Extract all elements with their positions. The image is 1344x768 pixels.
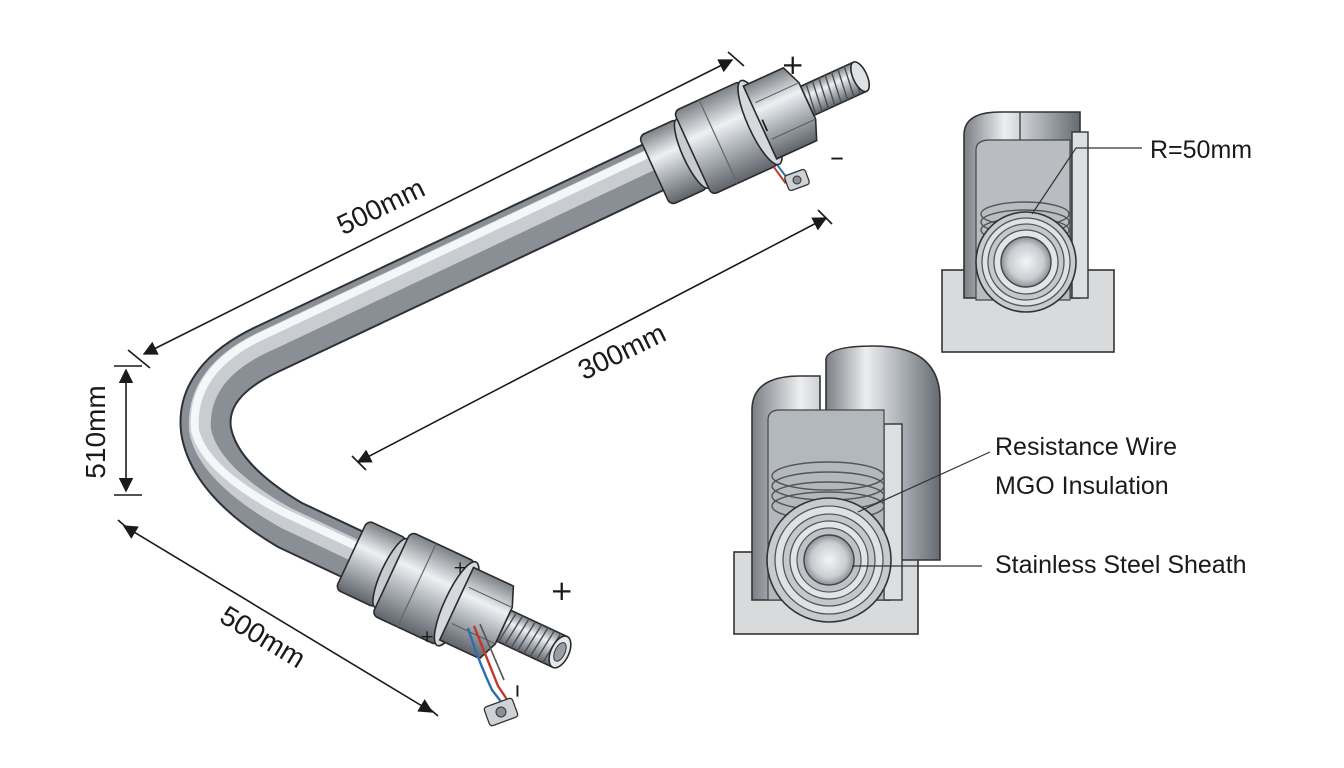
top-terminal-tab <box>784 168 810 192</box>
resistance-wire-label: Resistance Wire <box>995 433 1177 461</box>
top-minus-sign: – <box>830 140 844 173</box>
bottom-plus-sign: + <box>550 574 573 607</box>
dimension-inner-length-label: 300mm <box>573 317 671 386</box>
body-plus-mark: + <box>453 558 467 578</box>
lower-cross-section: Resistance Wire MGO Insulation Stainless… <box>733 345 1247 635</box>
upper-cross-section: R=50mm <box>941 111 1252 353</box>
bottom-terminal-tab <box>483 697 519 727</box>
sheath-label: Stainless Steel Sheath <box>995 551 1247 579</box>
top-plus-sign: + <box>781 48 804 81</box>
mgo-insulation-label: MGO Insulation <box>995 472 1169 500</box>
dimension-height: 510mm <box>80 365 142 496</box>
bottom-lead-wires <box>466 623 511 709</box>
body-plus-mark-small: + <box>420 627 434 647</box>
radius-label: R=50mm <box>1150 136 1252 164</box>
dimension-height-label: 510mm <box>80 385 111 478</box>
bottom-minus-sign: – <box>503 684 536 698</box>
dimension-top-length-label: 500mm <box>332 172 430 241</box>
